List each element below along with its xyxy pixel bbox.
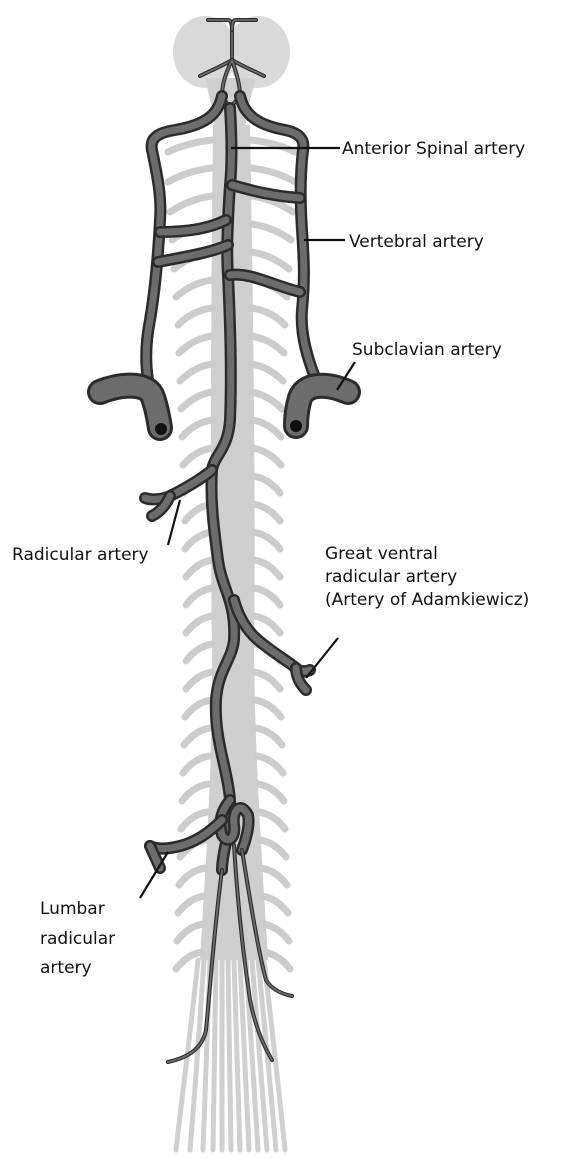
label-great-ventral-line2: radicular artery bbox=[325, 567, 457, 587]
label-vertebral-artery: Vertebral artery bbox=[349, 232, 484, 252]
label-great-ventral-line1: Great ventral bbox=[325, 544, 438, 564]
label-radicular-artery: Radicular artery bbox=[12, 545, 149, 565]
left-subclavian-opening bbox=[155, 423, 167, 435]
label-lumbar-line3: artery bbox=[40, 958, 92, 978]
label-great-ventral-line3: (Artery of Adamkiewicz) bbox=[325, 590, 529, 610]
right-subclavian-opening bbox=[290, 420, 302, 432]
labels: Anterior Spinal artery Vertebral artery … bbox=[12, 139, 529, 978]
label-anterior-spinal-artery: Anterior Spinal artery bbox=[342, 139, 525, 159]
label-lumbar-line1: Lumbar bbox=[40, 899, 105, 919]
leader-adamkiewicz bbox=[306, 638, 338, 678]
label-lumbar-line2: radicular bbox=[40, 929, 115, 949]
label-subclavian-artery: Subclavian artery bbox=[352, 340, 502, 360]
